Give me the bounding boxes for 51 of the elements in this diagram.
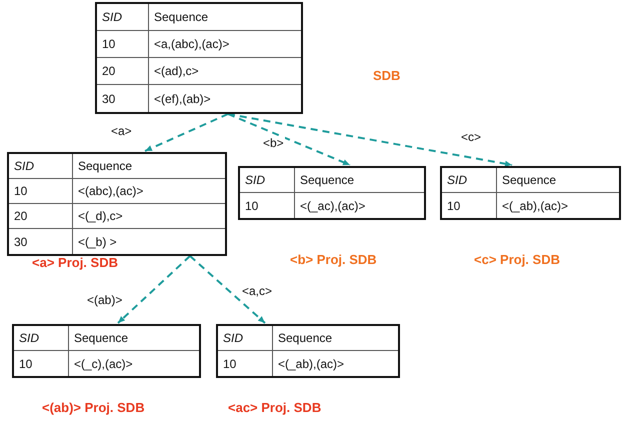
data-table	[440, 166, 621, 220]
table-cell: 10	[442, 193, 497, 218]
column-header: Sequence	[295, 168, 424, 193]
table-caption: SDB	[373, 68, 400, 83]
dashed-arrow	[228, 113, 350, 166]
data-table	[7, 152, 227, 256]
column-header: Sequence	[149, 4, 301, 31]
table-caption: <c> Proj. SDB	[474, 252, 560, 267]
column-header: SID	[240, 168, 295, 193]
table-cell: 20	[9, 204, 73, 229]
table-caption: <(ab)> Proj. SDB	[42, 400, 145, 415]
table-cell: 10	[218, 351, 273, 376]
data-table	[95, 2, 303, 114]
table-caption: <a> Proj. SDB	[32, 255, 118, 270]
table-cell: <(abc),(ac)>	[73, 179, 225, 204]
column-header: SID	[14, 326, 69, 351]
dashed-arrow	[228, 113, 512, 167]
table-cell-text: <(_ac),(ac)>	[299, 198, 366, 214]
table-cell-text: <(_ab),(ac)>	[501, 198, 570, 214]
table-cell: 30	[9, 229, 73, 254]
column-header: SID	[218, 326, 273, 351]
column-header: Sequence	[73, 154, 225, 179]
table-cell: <a,(abc),(ac)>	[149, 31, 301, 58]
column-header: SID	[9, 154, 73, 179]
table-cell: 10	[240, 193, 295, 218]
table-cell-text: <(_ab),(ac)>	[277, 356, 346, 372]
table-cell: <(ad),c>	[149, 58, 301, 85]
table-cell-text: <(ef),(ab)>	[153, 90, 212, 108]
table-cell: <(_d),c>	[73, 204, 225, 229]
data-table	[216, 324, 400, 378]
dashed-arrow	[144, 113, 228, 152]
column-header: Sequence	[497, 168, 619, 193]
column-header: Sequence	[69, 326, 199, 351]
edge-label: <b>	[262, 136, 285, 150]
dashed-arrow	[117, 255, 191, 324]
table-cell: 10	[9, 179, 73, 204]
table-cell: 10	[14, 351, 69, 376]
column-header: SID	[97, 4, 149, 31]
table-caption: <ac> Proj. SDB	[228, 400, 322, 415]
dashed-arrow	[189, 255, 266, 324]
table-cell: 20	[97, 58, 149, 85]
data-table	[12, 324, 201, 378]
table-cell: 30	[97, 85, 149, 112]
data-table	[238, 166, 426, 220]
column-header: SID	[442, 168, 497, 193]
table-caption: <b> Proj. SDB	[290, 252, 377, 267]
table-cell: 10	[97, 31, 149, 58]
column-header: Sequence	[273, 326, 398, 351]
table-cell-text: <(_c),(ac)>	[73, 356, 134, 372]
table-cell-text: <(_b) >	[77, 234, 118, 250]
edge-label: <(ab)>	[86, 293, 124, 307]
